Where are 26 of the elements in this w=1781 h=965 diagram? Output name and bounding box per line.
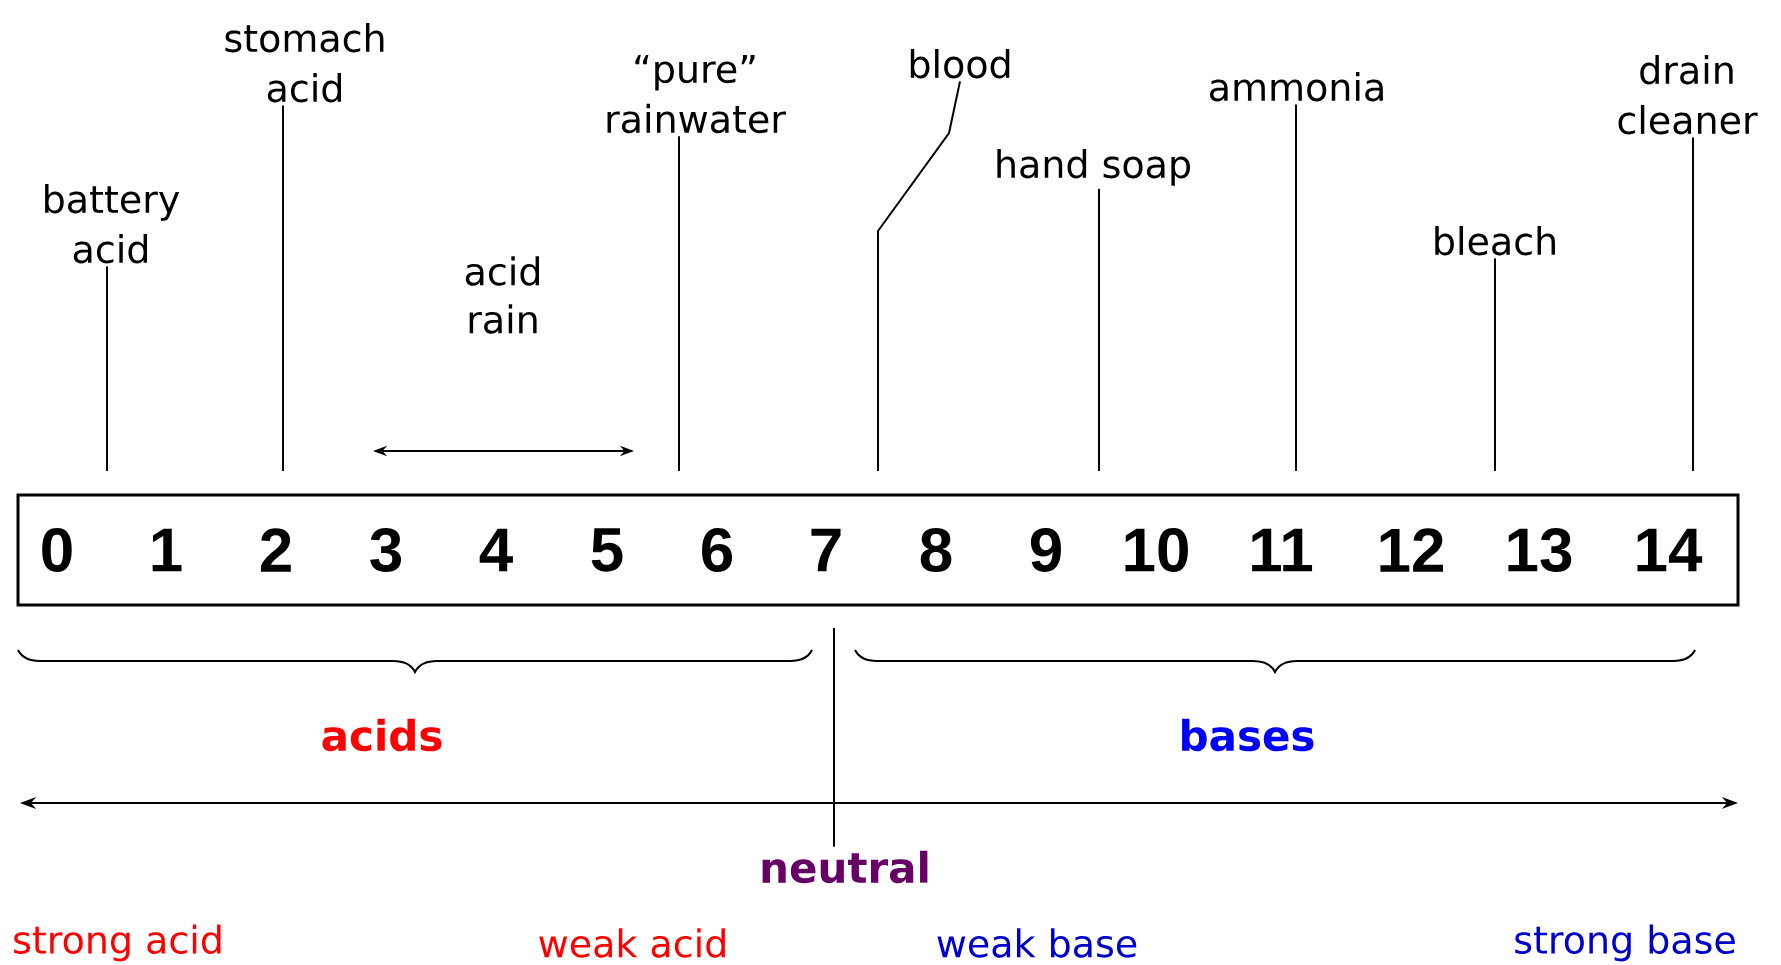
substance-label: battery acid [45,184,180,264]
substance-label: ammonia [1210,72,1383,102]
leader-line [833,627,835,848]
substance-label: hand soap [997,149,1190,186]
leader-line [1494,257,1496,472]
category-label: acids [322,718,442,752]
range-label: acid rain [465,256,539,334]
substance-label: “pure” rainwater [607,55,786,134]
strength-label: strong base [1515,924,1735,962]
substance-label: blood [910,49,1010,79]
substance-label: drain cleaner [1618,55,1758,135]
ph-scale-bar: 0 1 2 3 4 5 6 7 8 9 10 11 12 13 14 [16,493,1740,607]
leader-line [282,104,284,472]
leader-line [106,265,108,472]
substance-label: bleach [1435,226,1555,256]
neutral-label: neutral [762,850,928,884]
leader-line [877,80,961,472]
strength-label: strong acid [14,924,221,962]
strength-label: weak base [937,928,1137,958]
leader-line [678,135,680,472]
leader-line [1098,187,1100,472]
category-label: bases [1182,718,1314,752]
substance-label: stomach acid [225,23,384,103]
leader-line [1295,103,1297,472]
leader-line [1692,136,1694,472]
strength-label: weak acid [539,928,725,958]
